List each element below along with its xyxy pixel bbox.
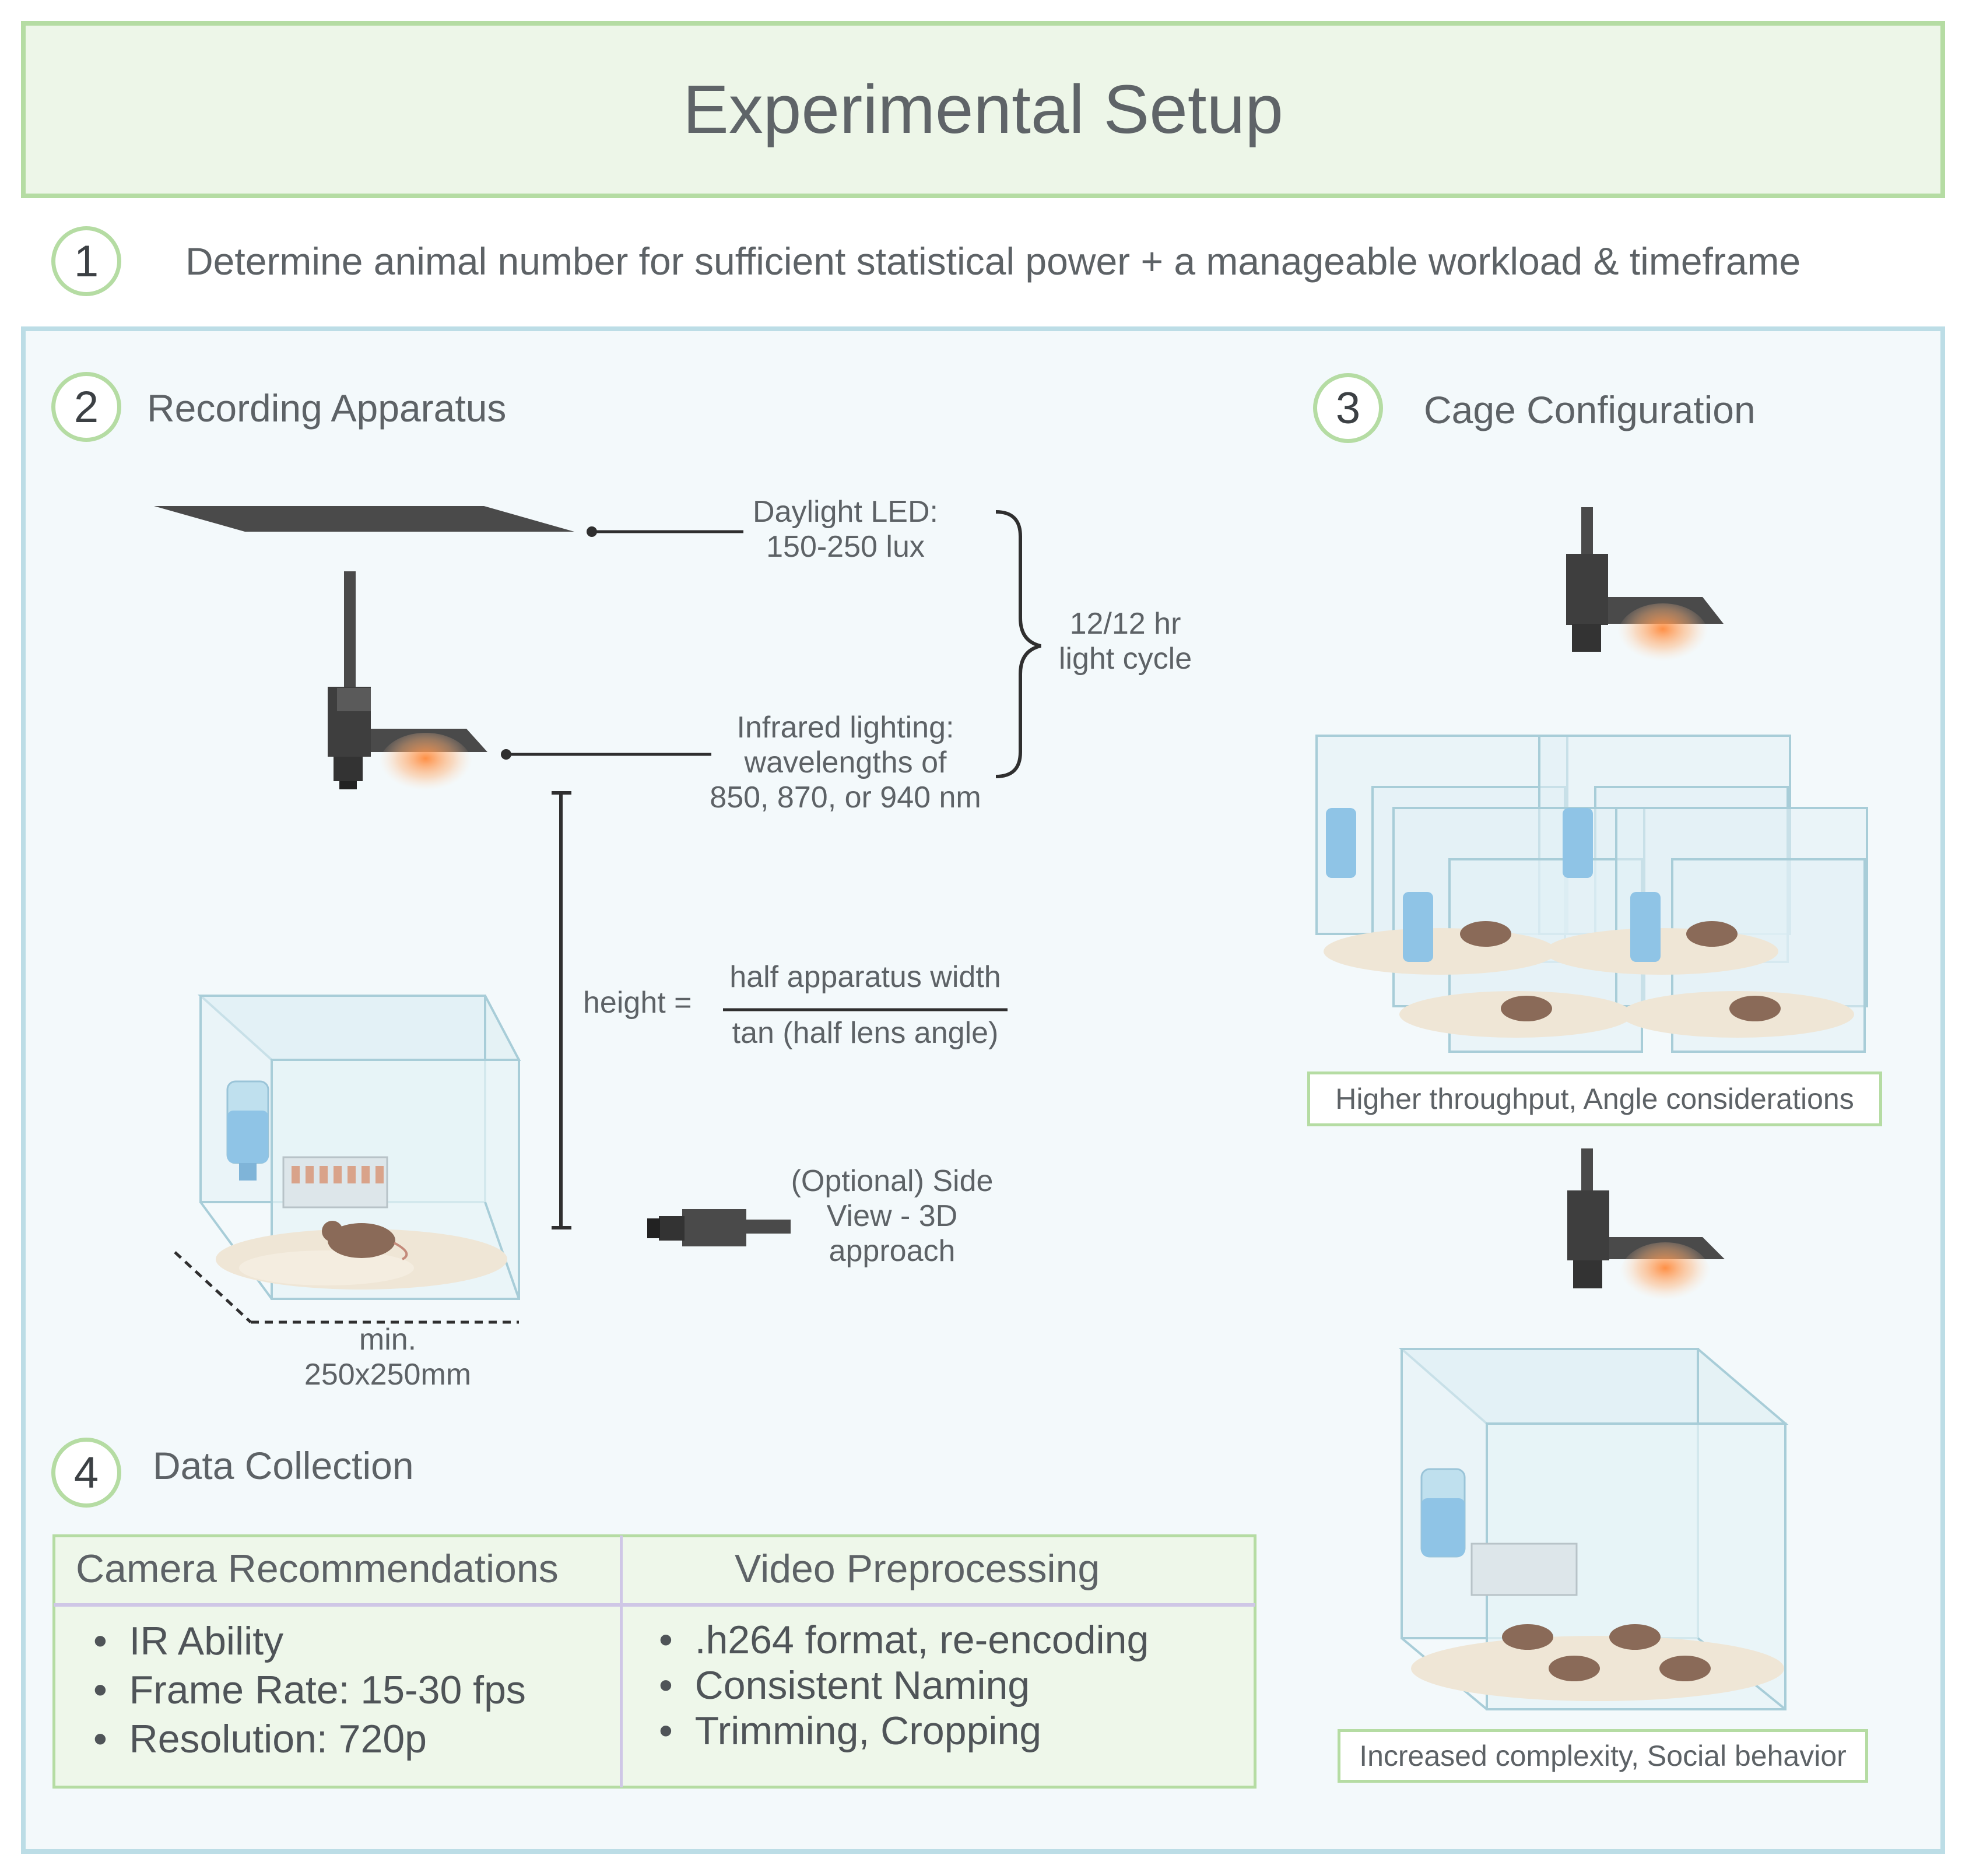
page-title: Experimental Setup [683, 71, 1283, 148]
four-cage-bottles [1326, 808, 1661, 962]
infrared-subtitle: wavelengths of [744, 746, 947, 779]
cage-configuration-heading: Cage Configuration [1424, 388, 1756, 431]
cage-config-camera-bottom [1567, 1148, 1725, 1306]
step-4-number: 4 [73, 1448, 99, 1498]
infrared-label: Infrared lighting: wavelengths of 850, 8… [676, 710, 1015, 815]
daylight-led-panel [154, 506, 574, 532]
step-4-badge: 4 [51, 1438, 121, 1508]
step-3-badge: 3 [1313, 373, 1383, 443]
side-view-camera [647, 1209, 791, 1246]
camera-recommendations-header: Camera Recommendations [76, 1547, 559, 1591]
step-1-badge: 1 [51, 226, 121, 296]
video-list: • .h264 format, re-encoding • Consistent… [659, 1617, 1149, 1754]
option-1-caption: Higher throughput, Angle considerations [1307, 1072, 1882, 1126]
light-cycle-text: light cycle [1058, 642, 1192, 676]
video-item-text: Trimming, Cropping [694, 1709, 1042, 1753]
daylight-led-title: Daylight LED: [753, 495, 938, 529]
camera-item-text: Frame Rate: 15-30 fps [129, 1668, 526, 1712]
camera-item-text: Resolution: 720p [129, 1717, 427, 1761]
side-view-label: (Optional) Side View - 3D approach [770, 1164, 1015, 1269]
camera-item-text: IR Ability [129, 1619, 284, 1663]
side-view-line3: approach [829, 1234, 956, 1268]
ir-camera-main [328, 571, 487, 797]
camera-item: • IR Ability [93, 1619, 284, 1663]
step-2-number: 2 [73, 382, 99, 432]
height-label: height = [583, 986, 692, 1020]
video-preprocessing-header: Video Preprocessing [735, 1547, 1100, 1591]
title-banner: Experimental Setup [21, 21, 1945, 198]
cage-config-camera-top [1566, 507, 1724, 668]
cage-size-dimensions: 250x250mm [304, 1358, 472, 1392]
side-view-line2: View - 3D [826, 1199, 958, 1233]
daylight-led-label: Daylight LED: 150-250 lux [711, 494, 980, 564]
ir-pointer-dot [501, 749, 511, 760]
infrared-wavelengths: 850, 870, or 940 nm [710, 781, 981, 814]
cage-size-label: min. 250x250mm [268, 1322, 507, 1392]
light-cycle-brace [995, 510, 1041, 778]
data-collection-heading: Data Collection [153, 1444, 414, 1487]
daylight-led-lux: 150-250 lux [766, 530, 925, 564]
video-item: • Trimming, Cropping [659, 1709, 1042, 1753]
video-item-text: Consistent Naming [694, 1663, 1030, 1708]
infrared-title: Infrared lighting: [736, 711, 954, 744]
step-2-badge: 2 [51, 372, 121, 442]
cage-depth-dashed-line [174, 1251, 252, 1323]
formula-denominator: tan (half lens angle) [732, 1016, 999, 1050]
side-view-line1: (Optional) Side [791, 1164, 994, 1198]
daylight-pointer-dot [587, 526, 597, 537]
video-item: • Consistent Naming [659, 1663, 1030, 1708]
table-column-divider [620, 1536, 623, 1787]
data-collection-table [52, 1534, 1256, 1789]
light-cycle-hours: 12/12 hr [1069, 607, 1181, 641]
video-item-text: .h264 format, re-encoding [694, 1618, 1149, 1662]
four-cage-mice [1460, 921, 1781, 1021]
large-social-cage [1398, 1348, 1789, 1710]
video-item: • .h264 format, re-encoding [659, 1618, 1149, 1662]
table-header-divider [54, 1603, 1255, 1607]
step-3-number: 3 [1335, 383, 1361, 433]
main-cage [197, 995, 521, 1300]
height-dimension-line [552, 791, 571, 1229]
camera-item: • Frame Rate: 15-30 fps [93, 1668, 526, 1712]
cage-size-min: min. [359, 1323, 417, 1357]
camera-item: • Resolution: 720p [93, 1717, 427, 1761]
camera-list: • IR Ability • Frame Rate: 15-30 fps • R… [93, 1618, 526, 1762]
step-1-number: 1 [73, 236, 99, 286]
formula-numerator: half apparatus width [729, 960, 1001, 994]
recording-apparatus-heading: Recording Apparatus [147, 387, 507, 430]
option-2-caption: Increased complexity, Social behavior [1338, 1729, 1868, 1783]
light-cycle-label: 12/12 hr light cycle [1038, 606, 1213, 676]
step-1-text: Determine animal number for sufficient s… [185, 240, 1801, 283]
